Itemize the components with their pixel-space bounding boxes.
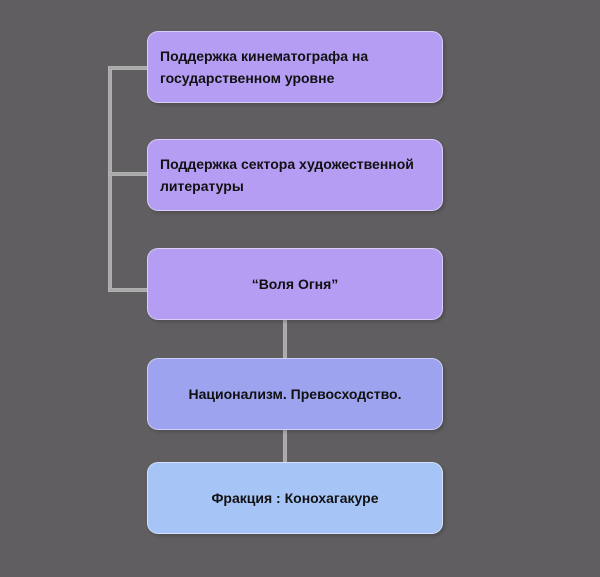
diagram-node-will-of-fire[interactable]: “Воля Огня” bbox=[147, 248, 443, 320]
connector-node4-node5 bbox=[283, 429, 287, 464]
node-label: Национализм. Превосходство. bbox=[188, 386, 402, 402]
connector-stub-node3 bbox=[108, 288, 148, 292]
node-label: Фракция : Конохагакуре bbox=[211, 490, 379, 506]
diagram-node-cinema-support[interactable]: Поддержка кинематографа на государственн… bbox=[147, 31, 443, 103]
node-label: Поддержка кинематографа на государственн… bbox=[160, 48, 369, 86]
node-label: “Воля Огня” bbox=[251, 276, 339, 292]
diagram-node-literature-support[interactable]: Поддержка сектора художественной литерат… bbox=[147, 139, 443, 211]
node-label: Поддержка сектора художественной литерат… bbox=[160, 156, 414, 194]
connector-left-vertical bbox=[108, 66, 112, 292]
connector-node3-node4 bbox=[283, 319, 287, 360]
diagram-node-nationalism[interactable]: Национализм. Превосходство. bbox=[147, 358, 443, 430]
diagram-node-faction[interactable]: Фракция : Конохагакуре bbox=[147, 462, 443, 534]
connector-stub-node2 bbox=[108, 172, 148, 176]
connector-stub-node1 bbox=[108, 66, 148, 70]
